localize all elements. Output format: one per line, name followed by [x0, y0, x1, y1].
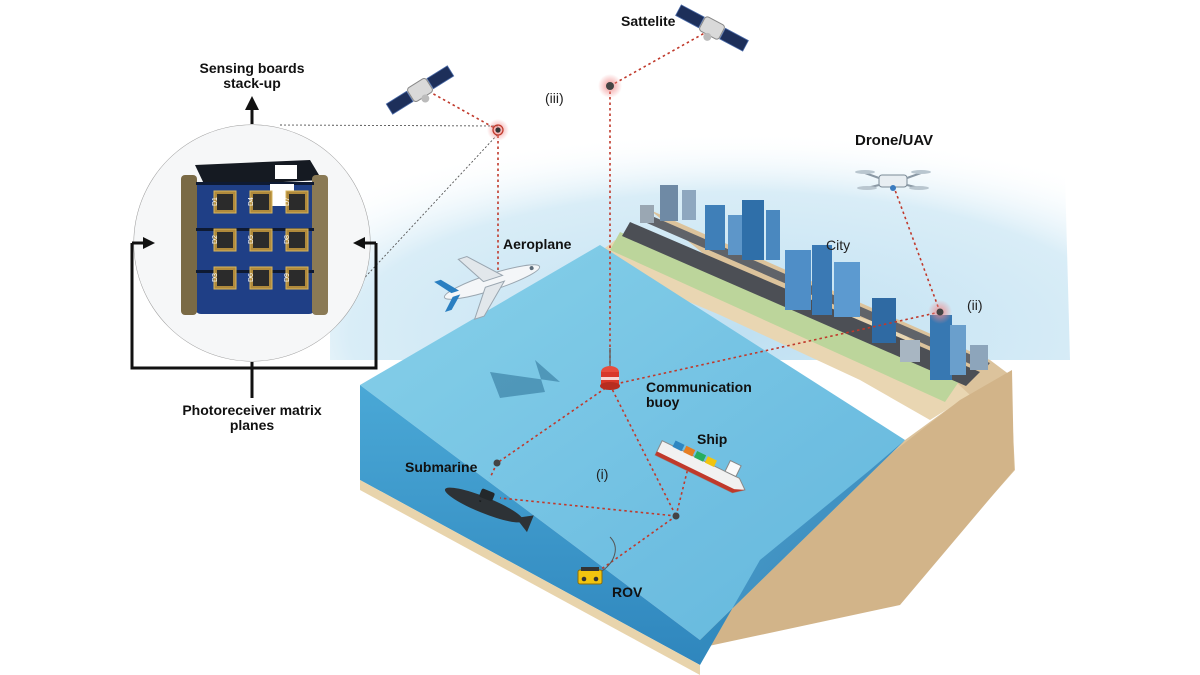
communication-buoy-icon	[600, 348, 620, 390]
photoreceiver-sensor	[253, 194, 269, 210]
link-ii-label: (ii)	[967, 297, 983, 313]
sea-block	[360, 245, 905, 675]
submarine-icon	[444, 487, 534, 533]
sky-dome	[330, 90, 1070, 360]
detector-label: D4	[248, 197, 255, 206]
drone-label: Drone/UAV	[855, 132, 934, 149]
communication-links	[429, 29, 941, 571]
detector-label: D3	[212, 273, 219, 282]
photoreceiver-sensor	[289, 232, 305, 248]
link-i-label: (i)	[596, 466, 609, 482]
satellite-icon-top	[675, 4, 749, 52]
network-nodes	[487, 74, 952, 520]
drone-icon	[855, 170, 931, 191]
photoreceiver-label-line2: planes	[229, 417, 275, 433]
detector-label: D5	[248, 235, 255, 244]
photoreceiver-sensor	[289, 270, 305, 286]
satellite-icon-left	[385, 65, 455, 115]
sea-surface	[360, 245, 905, 640]
photoreceiver-sensor	[217, 194, 233, 210]
city-buildings	[640, 185, 988, 380]
detector-label: D6	[248, 273, 255, 282]
arrow-heads	[143, 96, 365, 249]
photoreceiver-sensor	[253, 270, 269, 286]
submarine-label: Submarine	[405, 459, 478, 475]
photoreceiver-sensor	[217, 232, 233, 248]
link-iii-label: (iii)	[545, 90, 564, 106]
rov-icon	[577, 536, 616, 585]
detector-label: D2	[212, 235, 219, 244]
sea-front	[360, 385, 700, 665]
photoreceiver-sensor	[217, 270, 233, 286]
communication-buoy-label-line2: buoy	[646, 394, 680, 410]
detector-label: D9	[284, 273, 291, 282]
sensing-boards-label-line1: Sensing boards	[199, 60, 305, 76]
satellite-label: Sattelite	[621, 13, 676, 29]
ship-icon	[654, 439, 746, 494]
detector-label: D1	[212, 197, 219, 206]
aeroplane-icon	[434, 255, 541, 320]
sensing-boards-label-line2: stack-up	[223, 75, 281, 91]
aeroplane-label: Aeroplane	[503, 236, 572, 252]
photoreceiver-sensor	[253, 232, 269, 248]
aeroplane-shadow	[490, 360, 560, 398]
communication-buoy-label-line1: Communication	[646, 379, 752, 395]
ship-label: Ship	[697, 431, 728, 447]
city-label: City	[826, 237, 851, 253]
photoreceiver-label-line1: Photoreceiver matrix	[182, 402, 322, 418]
detector-label: D7	[284, 197, 291, 206]
photoreceiver-sensor	[289, 194, 305, 210]
detector-label: D8	[284, 235, 291, 244]
rov-label: ROV	[612, 584, 643, 600]
